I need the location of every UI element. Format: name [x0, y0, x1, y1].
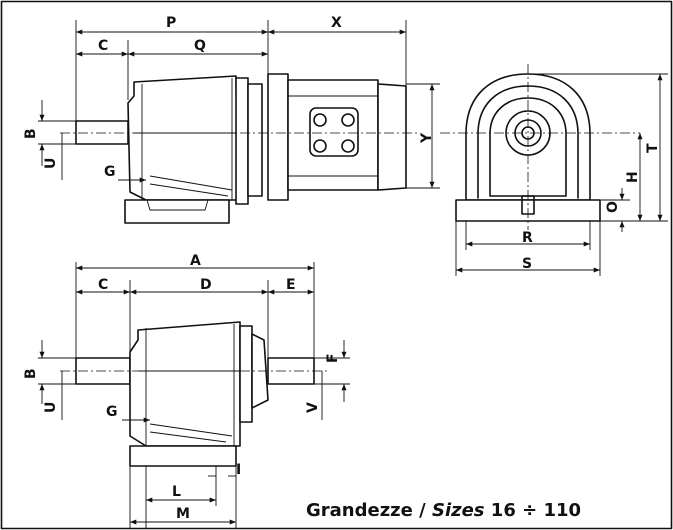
label-R: R: [522, 230, 533, 246]
label-C-bottom: C: [98, 277, 108, 293]
bottom-side-view: [60, 321, 330, 467]
label-D: D: [200, 277, 212, 293]
top-motor-body: [287, 79, 379, 191]
label-G-top: G: [104, 164, 116, 180]
bottom-foot: [129, 445, 237, 467]
caption-italic: Sizes: [432, 500, 485, 521]
label-M: M: [176, 506, 190, 522]
label-L: L: [172, 484, 181, 500]
bottom-gearbox-housing: [129, 321, 241, 447]
dimension-labels: P X C Q B U G Y T H O R S A C D E B U G …: [23, 15, 661, 522]
label-C-top: C: [98, 38, 108, 54]
label-V: V: [305, 402, 321, 413]
label-S: S: [522, 256, 532, 272]
top-foot: [124, 199, 230, 224]
top-dimensions: [38, 20, 440, 189]
caption-suffix: 16 ÷ 110: [485, 500, 582, 521]
label-P: P: [166, 15, 176, 31]
label-T: T: [645, 143, 661, 153]
top-end-view: [440, 64, 640, 230]
top-motor-flange: [267, 73, 289, 201]
label-E: E: [286, 277, 296, 293]
label-X: X: [331, 15, 342, 31]
top-output-shaft: [75, 120, 129, 145]
label-U-bottom: U: [43, 402, 59, 413]
caption-prefix: Grandezze /: [306, 500, 432, 521]
end-view-dimensions: [455, 73, 668, 276]
label-Y: Y: [419, 132, 435, 144]
label-Q: Q: [194, 38, 206, 54]
label-I: I: [236, 462, 241, 478]
sizes-caption: Grandezze / Sizes 16 ÷ 110: [306, 500, 581, 521]
top-motor-fan-cover: [377, 83, 407, 191]
label-A: A: [190, 253, 201, 269]
label-U-top: U: [43, 158, 59, 169]
label-O: O: [605, 201, 621, 213]
label-G-bottom: G: [106, 404, 118, 420]
label-B-top: B: [23, 128, 39, 139]
bottom-dimensions: [38, 262, 350, 528]
label-F: F: [325, 353, 341, 363]
label-H: H: [625, 171, 641, 183]
label-B-bottom: B: [23, 368, 39, 379]
top-side-view: [60, 73, 418, 224]
